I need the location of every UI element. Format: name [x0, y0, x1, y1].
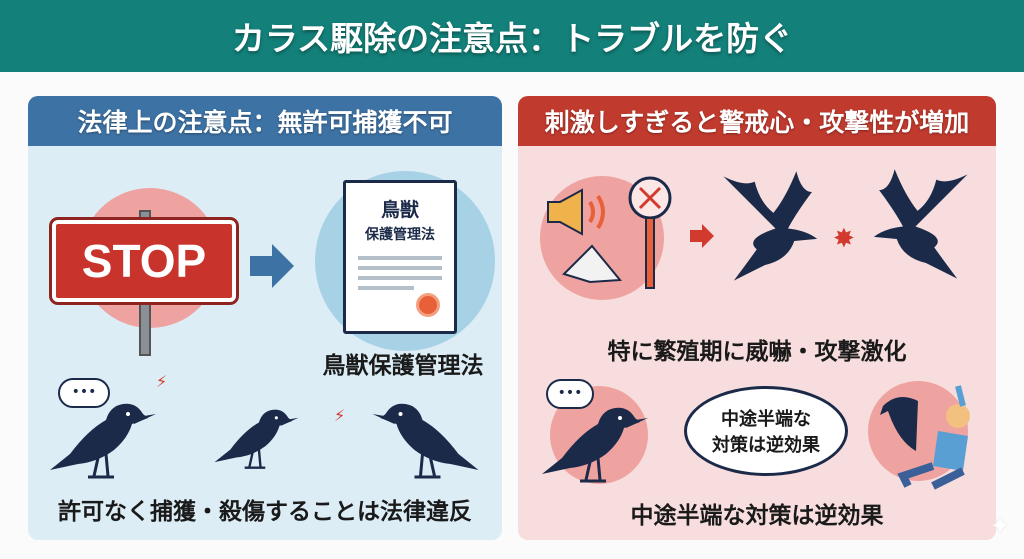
arrow-right-icon: [250, 244, 294, 288]
clash-burst-icon: ✸: [833, 224, 855, 254]
bubble-line2: 対策は逆効果: [712, 435, 820, 456]
warning-speech-bubble: 中途半端な 対策は逆効果: [684, 386, 848, 476]
speech-bubble-icon: •••: [546, 379, 594, 409]
seal-icon: [416, 293, 440, 317]
alarm-lines-icon: ⚡: [334, 406, 346, 425]
attacked-person-icon: [880, 385, 970, 490]
magnifier-icon: [628, 176, 672, 289]
overstimulation-panel: 刺激しすぎると警戒心・攻撃性が増加 ✸ 特に繁殖期に威嚇・攻撃激化 ••• 中途…: [518, 96, 996, 540]
stimulation-panel-heading: 刺激しすぎると警戒心・攻撃性が増加: [518, 96, 996, 146]
arrow-right-icon: [690, 224, 714, 248]
half-measures-caption: 中途半端な対策は逆効果: [630, 503, 884, 529]
stop-sign-icon: STOP: [49, 217, 239, 305]
crow-icon: [853, 164, 978, 289]
stop-sign-text: STOP: [81, 235, 207, 287]
law-caption: 鳥獣保護管理法: [322, 353, 484, 379]
legal-panel-heading: 法律上の注意点：無許可捕獲不可: [28, 96, 502, 146]
page-title: カラス駆除の注意点：トラブルを防ぐ: [231, 19, 793, 58]
legal-caution-panel: 法律上の注意点：無許可捕獲不可 STOP 鳥獣 保護管理法 鳥獣保護管理法 ••…: [28, 96, 502, 540]
document-title-line2: 保護管理法: [365, 227, 435, 243]
megaphone-icon: [547, 188, 605, 236]
crow-icon: [713, 166, 838, 291]
breeding-season-caption: 特に繁殖期に威嚇・攻撃激化: [607, 339, 907, 365]
document-title-line1: 鳥獣: [380, 199, 419, 221]
crow-icon: [358, 392, 483, 482]
legal-bottom-caption: 許可なく捕獲・殺傷することは法律違反: [58, 499, 472, 525]
crow-icon: [213, 400, 308, 472]
bubble-line1: 中途半端な: [721, 409, 811, 430]
alarm-lines-icon: ⚡: [156, 372, 168, 391]
reflective-object-icon: [562, 244, 623, 284]
law-document-icon: 鳥獣 保護管理法: [343, 180, 457, 334]
crow-icon: [48, 392, 168, 482]
sparkle-icon: ✦: [990, 512, 1011, 540]
crow-icon: [540, 396, 660, 486]
title-bar: カラス駆除の注意点：トラブルを防ぐ: [0, 0, 1024, 72]
speech-bubble-icon: •••: [58, 378, 110, 408]
